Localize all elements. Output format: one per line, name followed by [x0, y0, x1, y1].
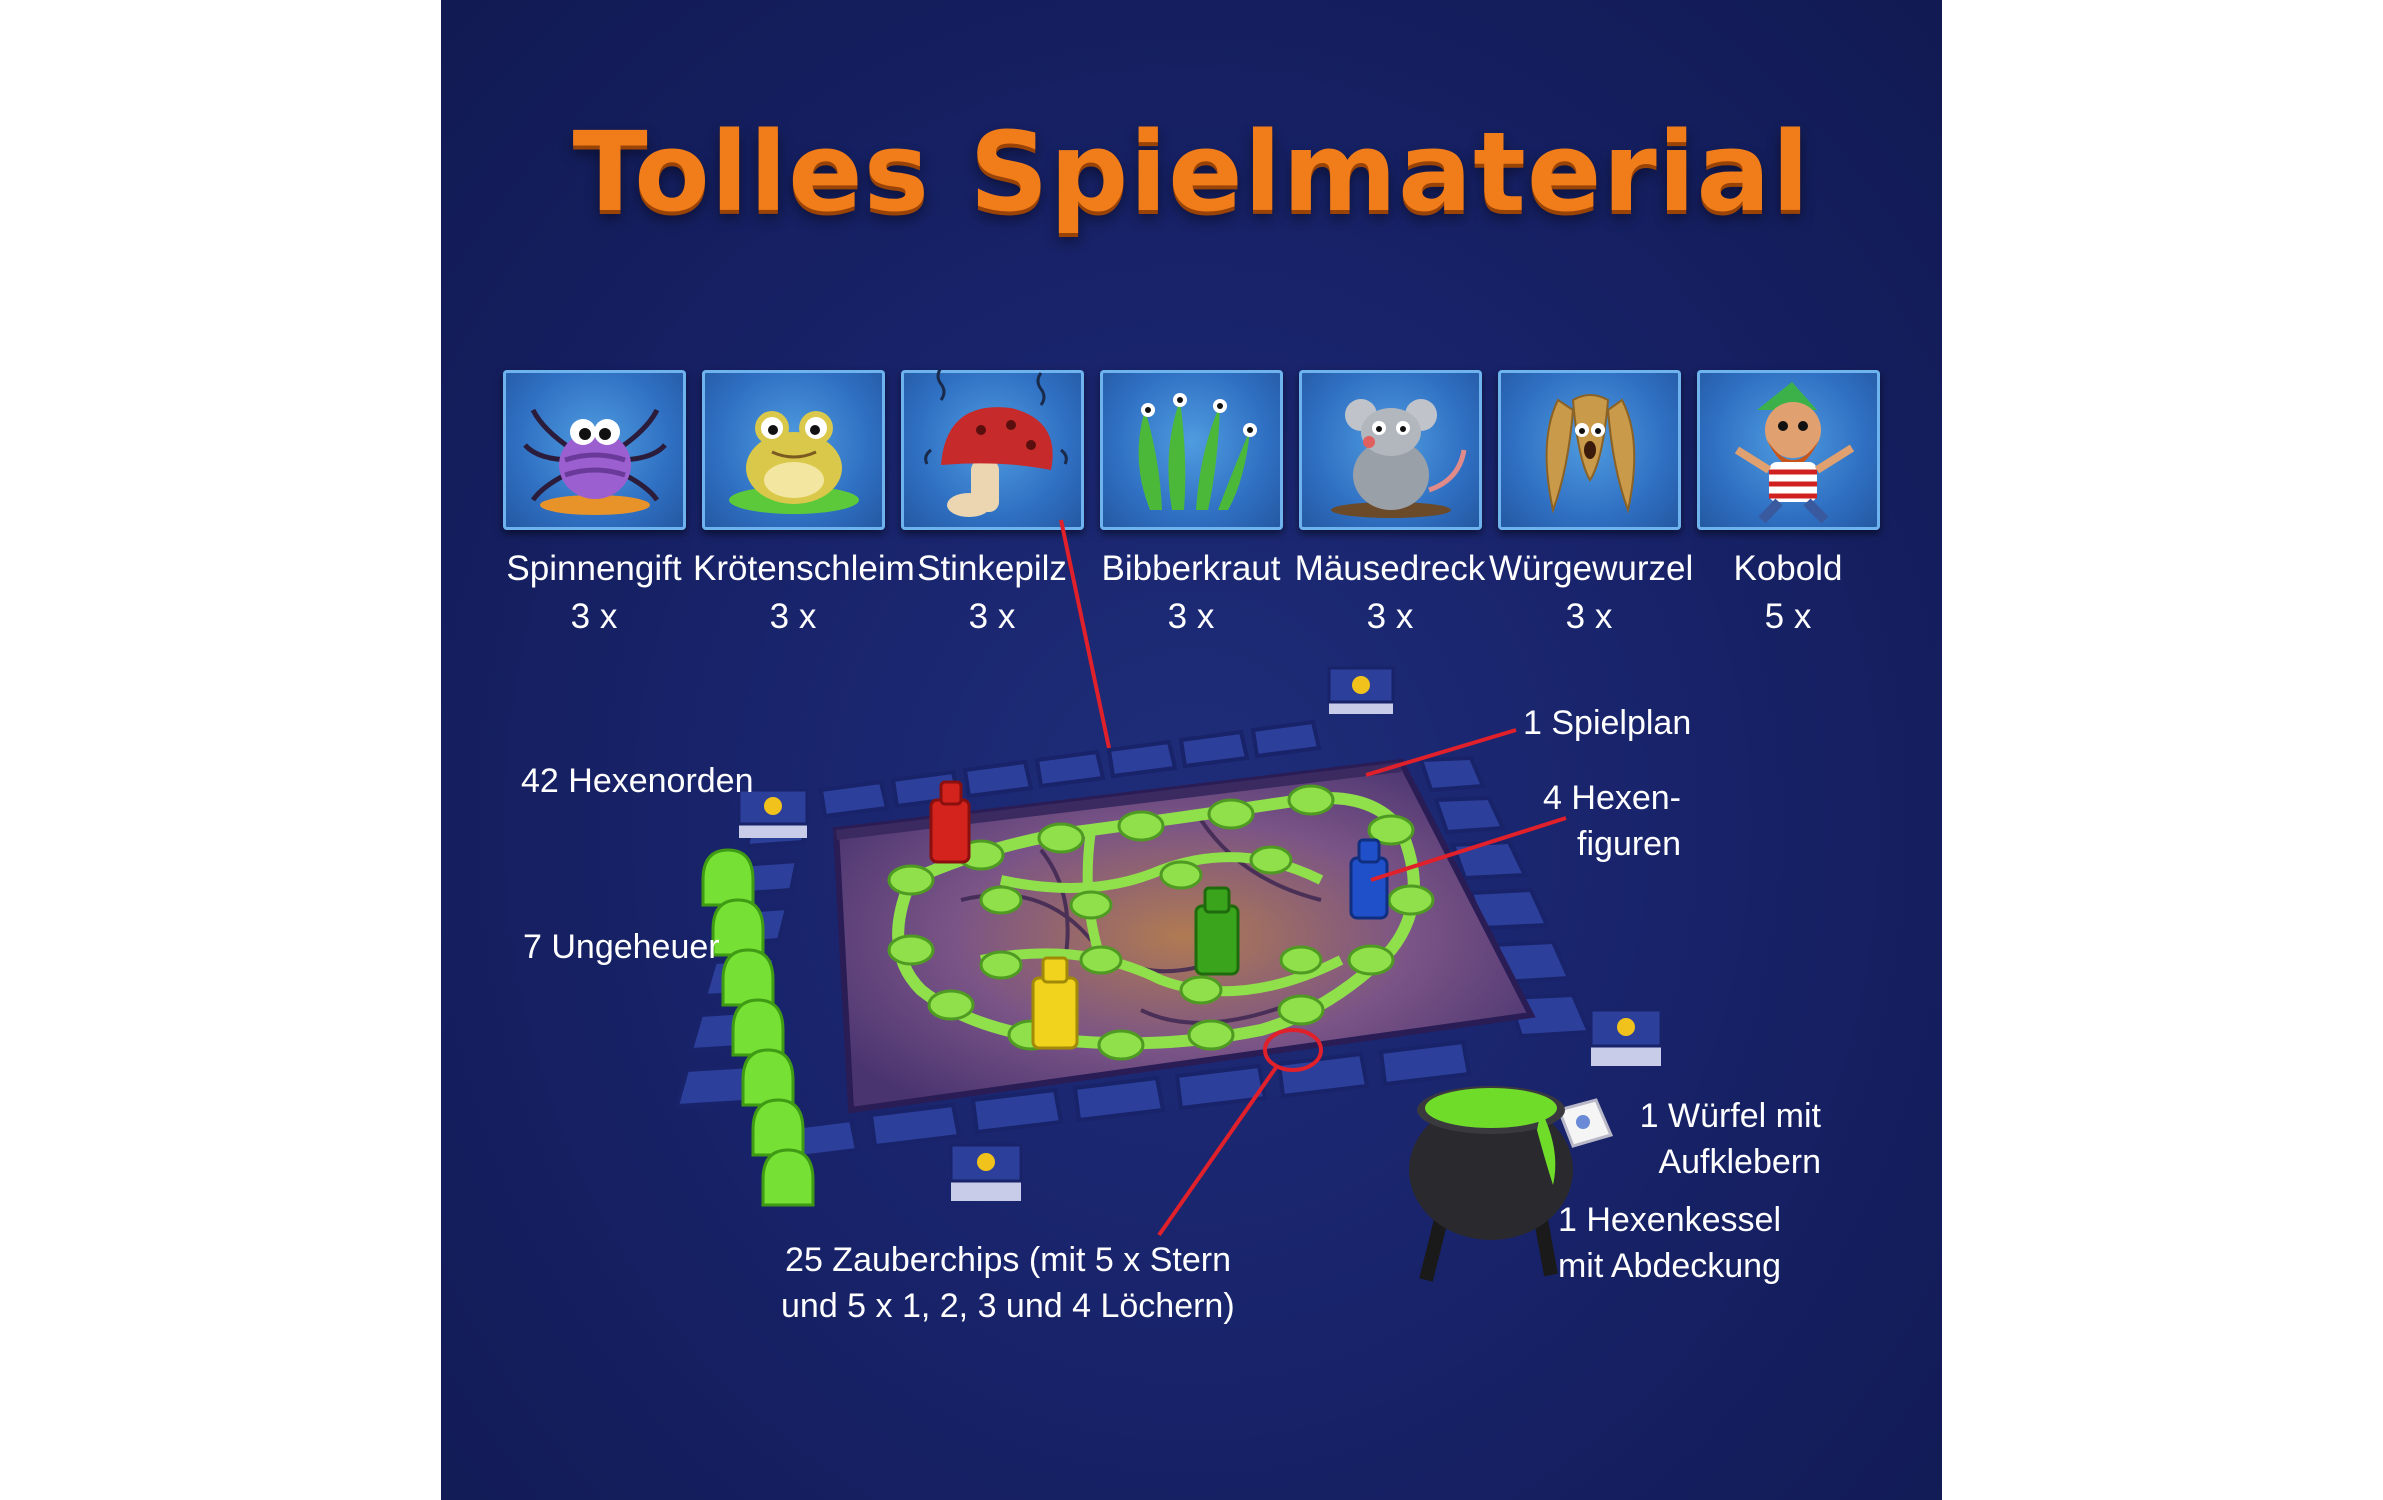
card-name: Kobold — [1733, 549, 1843, 588]
pointer-zauberchips — [1157, 1064, 1279, 1237]
label-hexenfiguren-line1: 4 Hexen- — [1543, 779, 1681, 817]
page-title: Tolles Spielmaterial — [572, 108, 1811, 236]
board-path — [887, 784, 1435, 1061]
card-name: Würgewurzel — [1489, 549, 1694, 588]
card-name: Mäusedreck — [1294, 549, 1486, 588]
card-count: 3 x — [769, 597, 817, 636]
card-kobold — [1697, 370, 1880, 530]
card-count: 5 x — [1764, 597, 1812, 636]
card-count: 3 x — [968, 597, 1016, 636]
label-ungeheuer: 7 Ungeheuer — [523, 928, 720, 966]
label-zauberchips-line2: und 5 x 1, 2, 3 und 4 Löchern) — [781, 1287, 1235, 1325]
label-hexenkessel-line1: 1 Hexenkessel — [1557, 1201, 1781, 1239]
card-stinkepilz — [901, 370, 1084, 530]
witch-figure-yellow — [1031, 956, 1079, 1050]
card-name: Krötenschleim — [693, 549, 915, 588]
label-wuerfel-line1: 1 Würfel mit — [1639, 1097, 1821, 1135]
card-bibberkraut — [1100, 370, 1283, 530]
label-hexenfiguren-line2: figuren — [1577, 825, 1681, 863]
label-hexenkessel: 1 Hexenkessel mit Abdeckung — [1541, 1197, 1781, 1289]
tile-stack-top — [1327, 666, 1395, 714]
label-zauberchips: 25 Zauberchips (mit 5 x Stern und 5 x 1,… — [781, 1237, 1235, 1329]
cauldron — [1409, 1086, 1573, 1282]
card-kroetenschleim — [702, 370, 885, 530]
card-count: 3 x — [570, 597, 618, 636]
card-label-maeusedreck: Mäusedreck 3 x — [1290, 545, 1490, 641]
label-wuerfel-line2: Aufklebern — [1658, 1143, 1821, 1181]
card-label-bibberkraut: Bibberkraut 3 x — [1091, 545, 1291, 641]
pointer-card-to-tile — [1059, 519, 1111, 749]
rat-icon — [1331, 399, 1467, 518]
card-count: 3 x — [1167, 597, 1215, 636]
card-spinnengift — [503, 370, 686, 530]
card-name: Bibberkraut — [1101, 549, 1281, 588]
pointer-hexenfiguren — [1370, 816, 1567, 882]
toad-icon — [729, 411, 859, 514]
pointer-lines — [1059, 519, 1567, 1237]
pointer-zauberchip-circle — [1263, 1028, 1323, 1072]
witch-figure-green — [1194, 886, 1240, 976]
card-maeusedreck — [1299, 370, 1482, 530]
card-name: Spinnengift — [506, 549, 682, 588]
witch-figure-red — [929, 780, 971, 864]
card-name: Stinkepilz — [917, 549, 1067, 588]
root-icon — [1545, 394, 1636, 514]
spider-icon — [523, 408, 667, 515]
label-hexenfiguren: 4 Hexen- figuren — [1541, 775, 1681, 867]
card-label-wuergewurzel: Würgewurzel 3 x — [1489, 545, 1694, 641]
pointer-spielplan — [1365, 728, 1517, 777]
card-label-kroetenschleim: Krötenschleim 3 x — [693, 545, 915, 641]
mushroom-icon — [924, 370, 1068, 517]
tile-stack-left — [737, 788, 809, 838]
tile-stack-bottom — [949, 1143, 1023, 1201]
label-spielplan: 1 Spielplan — [1523, 704, 1692, 742]
tile-stack-right — [1589, 1008, 1663, 1066]
monster-figures — [701, 848, 815, 1207]
goblin-icon — [1734, 382, 1855, 524]
card-count: 3 x — [1366, 597, 1414, 636]
card-wuergewurzel — [1498, 370, 1681, 530]
witch-figure-blue — [1349, 838, 1389, 920]
label-hexenorden: 42 Hexenorden — [521, 762, 754, 800]
label-zauberchips-line1: 25 Zauberchips (mit 5 x Stern — [785, 1241, 1231, 1279]
product-panel: Tolles Spielmaterial — [441, 0, 1942, 1500]
card-count: 3 x — [1565, 597, 1613, 636]
label-hexenkessel-line2: mit Abdeckung — [1557, 1247, 1781, 1285]
card-label-spinnengift: Spinnengift 3 x — [494, 545, 694, 641]
plant-icon — [1138, 393, 1257, 510]
card-label-kobold: Kobold 5 x — [1688, 545, 1888, 641]
label-wuerfel: 1 Würfel mit Aufklebern — [1591, 1093, 1821, 1185]
card-label-stinkepilz: Stinkepilz 3 x — [892, 545, 1092, 641]
die — [1556, 1098, 1614, 1148]
board-illustration — [674, 519, 1663, 1282]
